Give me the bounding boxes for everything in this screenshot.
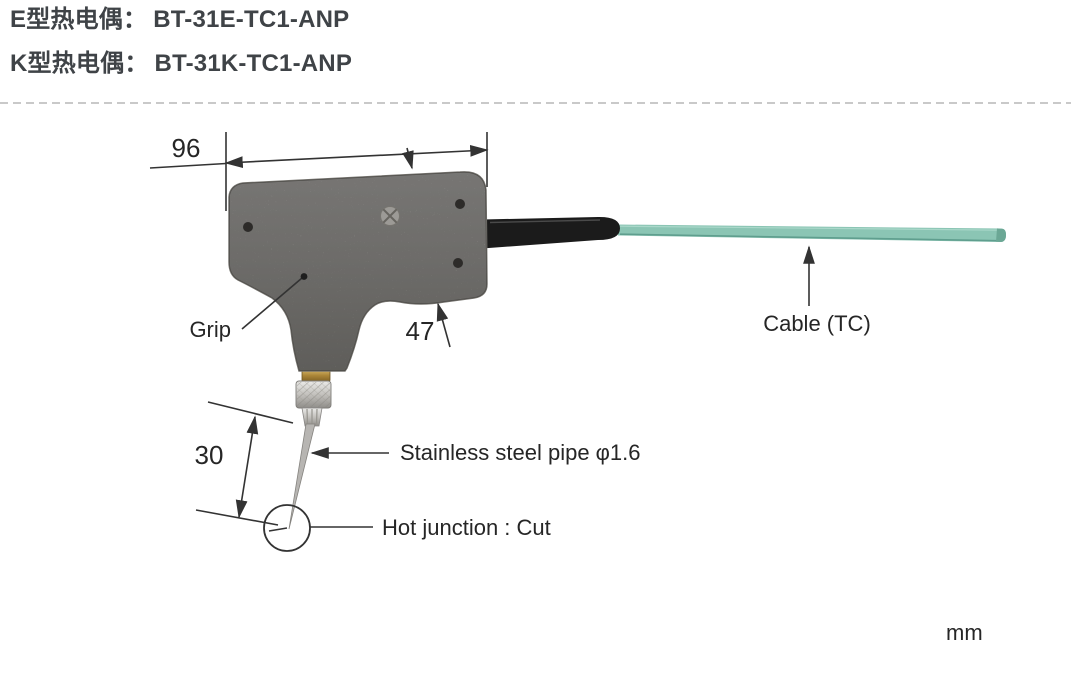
cable-highlight-edge (619, 225, 1003, 231)
dim-value-30: 30 (195, 440, 224, 470)
boot-body (482, 216, 620, 249)
model-number-k: BT-31K-TC1-ANP (154, 50, 353, 77)
dimension-grip-length (149, 132, 489, 211)
tick-top (207, 401, 294, 424)
stainless-pipe (288, 423, 316, 530)
ferrule-ridge (306, 408, 309, 426)
annotations (149, 132, 815, 552)
cable-shadow-edge (619, 233, 1004, 242)
grip-screw-hole-left (243, 222, 253, 232)
dashed-divider (0, 102, 1071, 104)
dimension-grip-height (402, 147, 451, 348)
height-arrow-top (402, 147, 414, 170)
hot-junction-tick (268, 527, 288, 532)
pipe-label: Stainless steel pipe φ1.6 (400, 440, 641, 465)
dim-value-96: 96 (172, 133, 201, 163)
header-line-1: E型热电偶：BT-31E-TC1-ANP (10, 8, 352, 32)
ferrule (301, 407, 323, 427)
grip-screw-hole-bottom-right (453, 258, 463, 268)
model-number-e: BT-31E-TC1-ANP (153, 6, 350, 33)
nut-knurl-b (297, 382, 330, 407)
cable-label: Cable (TC) (763, 311, 871, 336)
grip-texture (229, 171, 487, 371)
cable-tip (996, 228, 1006, 242)
grip-screw-hole-top-right (455, 199, 465, 209)
ferrule-ridge (315, 408, 318, 426)
header-line-2: K型热电偶：BT-31K-TC1-ANP (10, 52, 352, 76)
header: E型热电偶：BT-31E-TC1-ANP K型热电偶：BT-31K-TC1-AN… (10, 8, 352, 96)
strain-relief-boot (482, 216, 620, 249)
cable (618, 224, 1006, 242)
hot-junction-label: Hot junction : Cut (382, 515, 551, 540)
type-label-k: K型热电偶： (10, 50, 149, 77)
boot-highlight (489, 219, 601, 224)
grip-leader-line (241, 277, 303, 330)
height-arrow-bottom (436, 302, 451, 348)
compression-nut (295, 380, 332, 409)
hot-junction-circle (263, 504, 311, 552)
dimension-line-30 (235, 415, 259, 519)
dim-value-47: 47 (406, 316, 435, 346)
grip-label: Grip (189, 317, 231, 342)
unit-label: mm (946, 620, 983, 645)
grip-leader-dot (300, 273, 308, 280)
type-label-e: E型热电偶： (10, 6, 148, 33)
grip-center-screw (380, 206, 400, 226)
dimension-overshoot (149, 162, 227, 169)
dimension-line-96 (224, 144, 489, 169)
grip (228, 171, 488, 372)
